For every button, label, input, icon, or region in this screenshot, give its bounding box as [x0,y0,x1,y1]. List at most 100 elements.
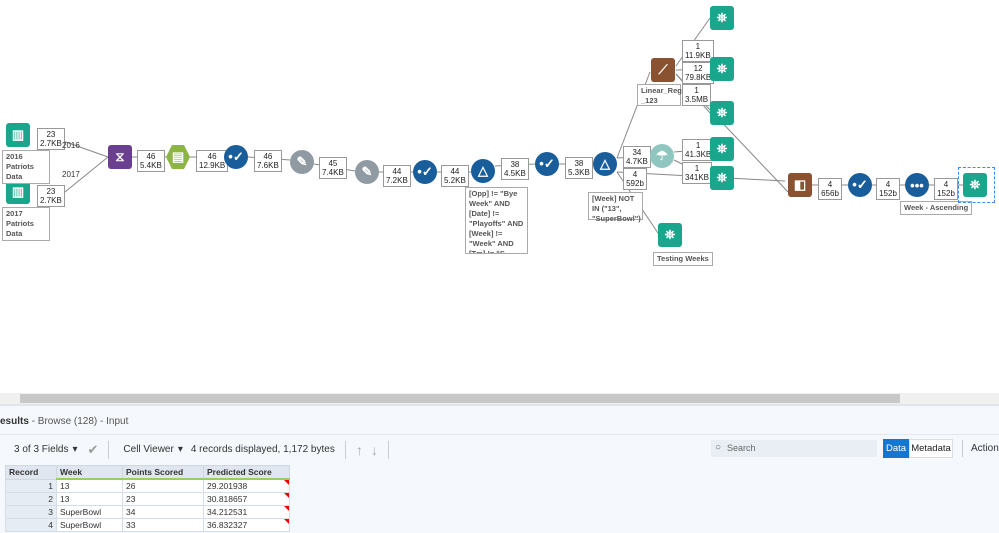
column-header[interactable]: Record [5,465,57,480]
filter-annotation: [Week] NOT IN ("13", "SuperBowl") [588,192,643,223]
record-cell: 3 [5,505,57,519]
check-icon: •✓ [852,177,868,192]
workflow-canvas[interactable]: ▥ ▥ 2016 Patriots Data 2017 Patriots Dat… [0,0,999,393]
select-tool[interactable]: ▤ [166,145,190,169]
book-icon: ▥ [11,184,25,199]
cell[interactable]: 13 [56,492,123,506]
score-icon: ◧ [793,177,807,192]
check-icon: •✓ [417,164,433,179]
browse-tool-testing-weeks[interactable]: ⛯ [658,223,682,247]
union-tool[interactable]: ⧖ [108,145,132,169]
formula-tool[interactable]: •✓ [224,145,248,169]
binoculars-icon: ⛯ [716,10,728,25]
divider [387,440,389,459]
cell-viewer-dropdown[interactable]: Cell Viewer▾ [123,444,183,455]
formula-tool[interactable]: •✓ [848,173,872,197]
metadata-tab-button[interactable]: Metadata [909,439,953,458]
cell[interactable]: 33 [122,518,204,532]
pen-icon: ✎ [361,164,373,179]
arrow-down-icon[interactable]: ↓ [370,441,378,458]
record-cell: 2 [5,492,57,506]
column-header[interactable]: Week [56,465,123,480]
sort-tool[interactable]: ••• [905,173,929,197]
search-input[interactable]: ○Search [711,440,877,457]
binoculars-icon: ⛯ [716,61,728,76]
caret-down-icon: ▾ [177,444,183,455]
formula-tool[interactable]: •✓ [535,152,559,176]
selection-box [958,167,995,203]
score-tool[interactable]: ☂ [650,144,674,168]
scrollbar-thumb[interactable] [20,394,900,403]
actions-button[interactable]: Actions [962,440,999,457]
binoculars-icon: ⛯ [716,105,728,120]
formula-tool[interactable]: •✓ [413,160,437,184]
results-panel: esults - Browse (128) - Input 3 of 3 Fie… [0,404,999,533]
filter-tool[interactable]: △ [471,159,495,183]
binoculars-icon: ⛯ [664,227,676,242]
filter-icon: △ [478,163,488,178]
cell[interactable]: SuperBowl [56,518,123,532]
browse-tool[interactable]: ⛯ [710,166,734,190]
filter-tool[interactable]: △ [593,152,617,176]
wire-label: 2017 [62,170,80,179]
book-icon: ▥ [11,127,25,142]
cell[interactable]: 30.818657 [203,492,290,506]
results-table: Record Week Points Scored Predicted Scor… [5,465,290,532]
cell[interactable]: SuperBowl [56,505,123,519]
browse-tool[interactable]: ⛯ [710,57,734,81]
cell[interactable]: 23 [122,492,204,506]
data-tab-button[interactable]: Data [883,439,909,458]
dots-icon: ••• [910,177,924,193]
filter-icon: △ [600,156,610,171]
browse-annotation: Testing Weeks [653,252,713,266]
cell[interactable]: 26 [122,478,204,493]
input-data-tool-2016[interactable]: ▥ [6,123,30,147]
arrow-up-icon[interactable]: ↑ [355,441,363,458]
umbrella-icon: ☂ [656,148,668,163]
horizontal-scrollbar[interactable] [0,393,999,404]
score-tool[interactable]: ◧ [788,173,812,197]
data-cleansing-tool[interactable]: ✎ [290,150,314,174]
binoculars-icon: ⛯ [969,177,981,192]
data-cleansing-tool[interactable]: ✎ [355,160,379,184]
binoculars-icon: ⛯ [716,170,728,185]
model-annotation: Linear_Reg _123 [637,84,682,106]
fields-dropdown[interactable]: 3 of 3 Fields▾✔ [14,441,99,457]
cell[interactable]: 34 [122,505,204,519]
cell[interactable]: 13 [56,478,123,493]
regression-icon: ⟋ [658,62,668,77]
browse-tool[interactable]: ⛯ [710,137,734,161]
linear-regression-tool[interactable]: ⟋ [651,58,675,82]
checkmark-icon[interactable]: ✔ [87,441,99,457]
column-header[interactable]: Predicted Score [203,465,290,480]
pen-icon: ✎ [296,154,308,169]
input-data-tool-2017[interactable]: ▥ [6,180,30,204]
sort-annotation: Week - Ascending [900,201,973,215]
browse-tool[interactable]: ⛯ [710,101,734,125]
cell[interactable]: 36.832327 [203,518,290,532]
column-header[interactable]: Points Scored [122,465,204,480]
browse-tool-selected[interactable]: ⛯ [963,173,987,197]
cell[interactable]: 29.201938 [203,478,290,493]
browse-tool[interactable]: ⛯ [710,6,734,30]
cell[interactable]: 34.212531 [203,505,290,519]
check-icon: •✓ [228,149,244,164]
